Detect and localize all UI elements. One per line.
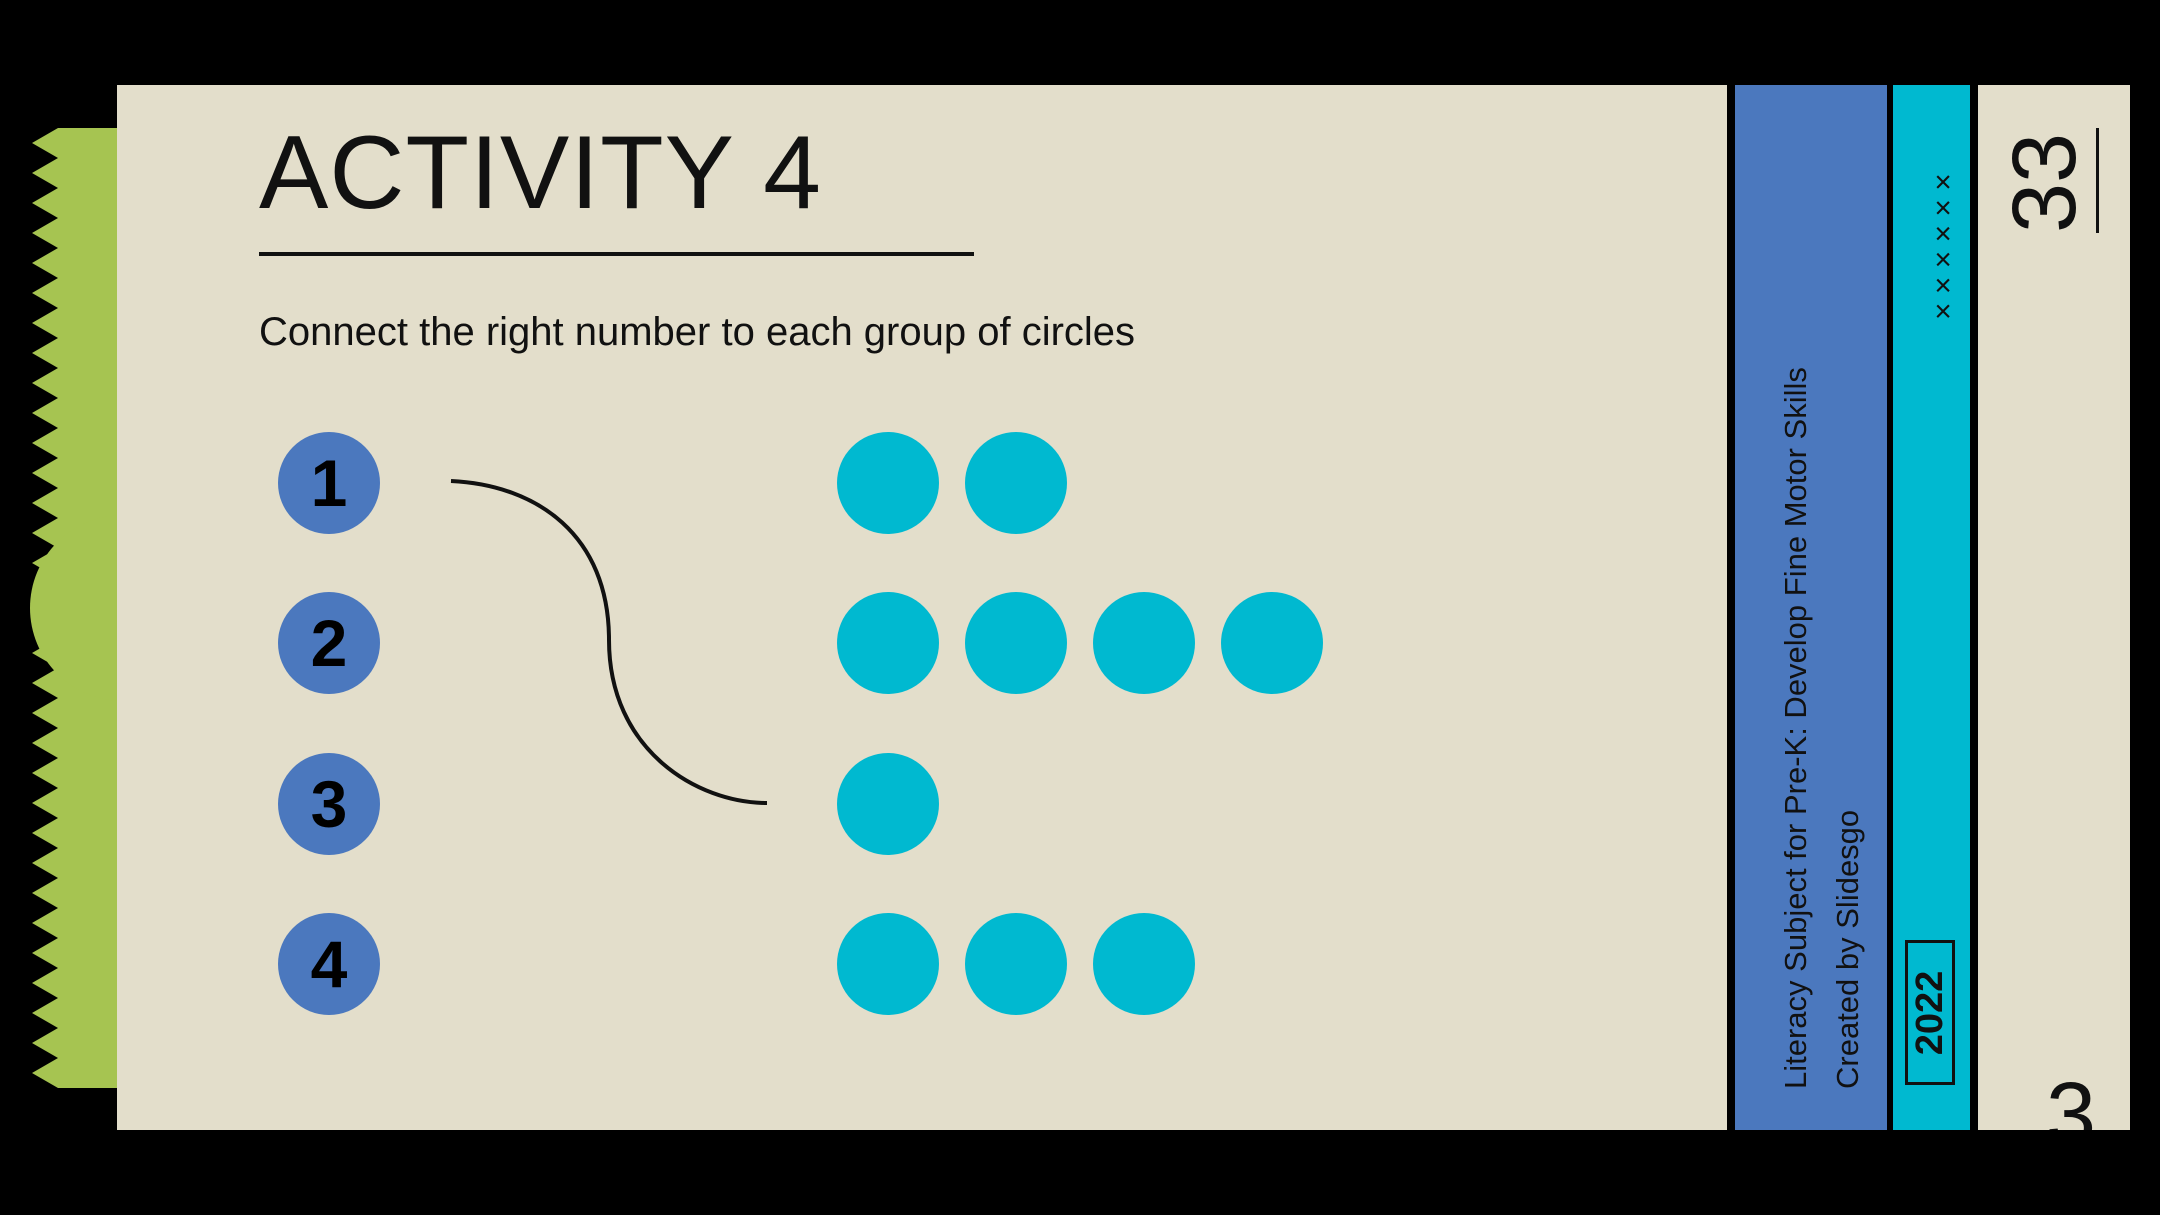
sidebar-subtitle: Literacy Subject for Pre-K: Develop Fine… (1778, 367, 1813, 1089)
group-circle (837, 753, 939, 855)
year-badge: 2022 (1905, 940, 1955, 1085)
group-circle (837, 592, 939, 694)
group-circle (1093, 913, 1195, 1015)
group-circle (837, 432, 939, 534)
footer-number: 3 (2046, 1065, 2097, 1130)
x-mark-icon: × × × × × × (1927, 120, 1969, 320)
group-circle (965, 592, 1067, 694)
x-marks-text: × × × × × × (1927, 173, 1960, 320)
title-underline (259, 252, 974, 256)
page-number: 33 (1995, 132, 2095, 233)
group-circle (1221, 592, 1323, 694)
year-label: 2022 (1909, 970, 1951, 1055)
page-number-column: 33 3 (1978, 85, 2130, 1130)
number-badge-3[interactable]: 3 (278, 753, 380, 855)
group-circle (965, 432, 1067, 534)
connector-line[interactable] (117, 85, 1727, 1130)
group-circle (965, 913, 1067, 1015)
sidebar-year-band: × × × × × × 2022 (1893, 85, 1970, 1130)
sidebar-subtitle-band: Literacy Subject for Pre-K: Develop Fine… (1735, 85, 1887, 1130)
sidebar-credit: Created by Slidesgo (1830, 809, 1865, 1089)
instruction-text: Connect the right number to each group o… (259, 310, 1136, 354)
group-circle (1093, 592, 1195, 694)
number-badge-2[interactable]: 2 (278, 592, 380, 694)
number-badge-1[interactable]: 1 (278, 432, 380, 534)
number-badge-4[interactable]: 4 (278, 913, 380, 1015)
group-circle (837, 913, 939, 1015)
activity-slide: ACTIVITY 4 Connect the right number to e… (117, 85, 1727, 1130)
page-title: ACTIVITY 4 (259, 115, 822, 231)
page-number-rule (2096, 128, 2099, 233)
connector-path (450, 479, 768, 805)
